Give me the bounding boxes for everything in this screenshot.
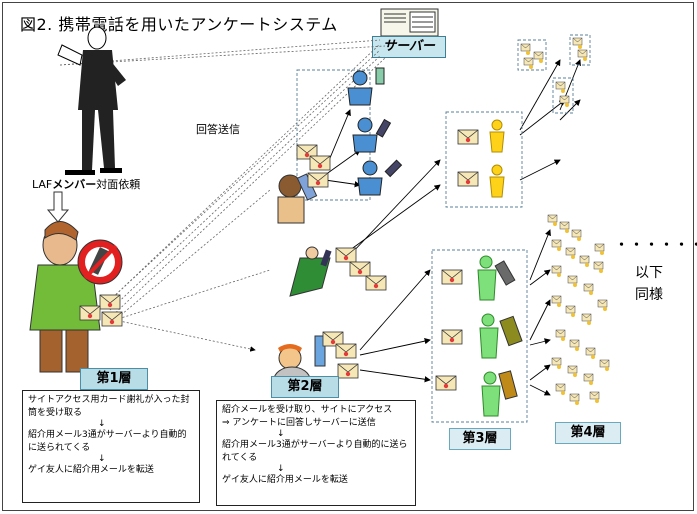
- dashed-frames: [296, 34, 591, 423]
- answer-send-label: 回答送信: [196, 123, 240, 136]
- yellow-figures: [489, 119, 505, 198]
- tier2-desc-line3: 紹介用メール3通がサーバーより自動的に送られてくる: [222, 440, 408, 463]
- tier1-desc-arrow2: ↓: [98, 454, 106, 464]
- tier1-label: 第1層: [80, 368, 148, 390]
- answer-persons: [347, 67, 403, 196]
- tier1-description: サイトアクセス用カード謝礼が入った封筒を受け取る ↓ 紹介用メール3通がサーバー…: [22, 390, 200, 503]
- tier-arrows: [324, 59, 581, 396]
- server-label: サーバー: [372, 36, 446, 58]
- server-dotted-lines: [59, 39, 386, 352]
- tier3-phones: [494, 260, 523, 400]
- tier4-label: 第4層: [555, 422, 621, 444]
- server-icon: [380, 8, 439, 37]
- tier2-label: 第2層: [271, 376, 339, 398]
- tier2-figures: [273, 173, 332, 394]
- green-figures: [477, 255, 501, 417]
- tier4-clusters: [520, 37, 610, 406]
- side-note-line2: 同様: [635, 287, 663, 303]
- tier2-desc-line2: ⇒ アンケートに回答しサーバーに送信: [222, 418, 376, 428]
- tier2-desc-arrow1: ↓: [277, 429, 285, 439]
- tier3-label: 第3層: [449, 428, 511, 450]
- tier1-desc-line3: ゲイ友人に紹介用メールを転送: [28, 465, 154, 475]
- continuation-dots: ・・・・・・: [615, 238, 697, 253]
- side-note: 以下 同様: [634, 262, 664, 306]
- tier1-desc-line2: 紹介用メール3通がサーバーより自動的に送られてくる: [28, 430, 187, 453]
- side-note-line1: 以下: [635, 265, 663, 281]
- laf-member-icon: [57, 26, 126, 175]
- laf-request-label: LAFメンバー対面依頼: [32, 178, 141, 191]
- request-arrow: [46, 191, 70, 223]
- tier2-description: 紹介メールを受け取り、サイトにアクセス ⇒ アンケートに回答しサーバーに送信 ↓…: [216, 400, 416, 506]
- tier1-desc-arrow1: ↓: [98, 419, 106, 429]
- tier2-desc-arrow2: ↓: [277, 464, 285, 474]
- tier2-desc-line4: ゲイ友人に紹介用メールを転送: [222, 475, 348, 485]
- tier2-desc-line1: 紹介メールを受け取り、サイトにアクセス: [222, 405, 393, 415]
- tier1-desc-line1: サイトアクセス用カード謝礼が入った封筒を受け取る: [28, 395, 190, 418]
